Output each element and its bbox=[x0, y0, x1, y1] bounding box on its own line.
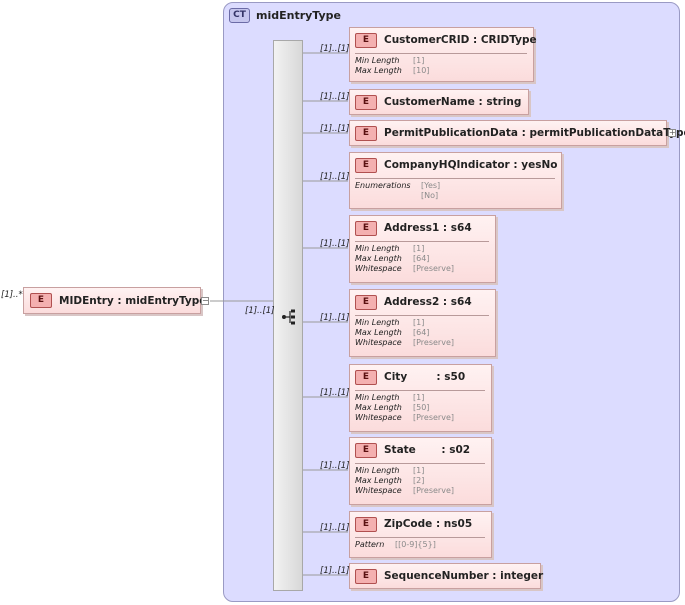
element-address2[interactable]: E Address2 : s64 Min Length [1] Max Leng… bbox=[349, 289, 496, 357]
element-customercrid[interactable]: E CustomerCRID : CRIDType Min Length [1]… bbox=[349, 27, 537, 82]
facet-list: Min Length [1] Max Length [2] Whitespace… bbox=[355, 463, 485, 496]
facet-value: [Preserve] bbox=[413, 264, 454, 273]
element-icon: E bbox=[355, 220, 377, 236]
facet-value: [Preserve] bbox=[413, 338, 454, 347]
cardinality-state: [1]..[1] bbox=[320, 461, 350, 471]
facet-name: Whitespace bbox=[355, 338, 402, 347]
element-icon: E bbox=[30, 293, 52, 308]
facet-name: Max Length bbox=[355, 476, 402, 485]
element-city[interactable]: E City : s50 Min Length [1] Max Length [… bbox=[349, 364, 492, 432]
facet-list: Min Length [1] Max Length [10] bbox=[355, 53, 527, 76]
facet-value: [Preserve] bbox=[413, 486, 454, 495]
facet-list: Min Length [1] Max Length [64] Whitespac… bbox=[355, 315, 489, 348]
root-element-label: MIDEntry : midEntryType bbox=[59, 294, 207, 307]
facet-name: Max Length bbox=[355, 66, 402, 75]
sequence-cardinality: [1]..[1] bbox=[245, 306, 275, 316]
complex-type-icon: CT bbox=[229, 7, 250, 23]
facet-value: [[0-9]{5}] bbox=[395, 540, 436, 549]
element-customername[interactable]: E CustomerName : string bbox=[349, 89, 529, 115]
facet-value: [64] bbox=[413, 254, 430, 263]
sequence-icon bbox=[282, 309, 295, 325]
element-address1[interactable]: E Address1 : s64 Min Length [1] Max Leng… bbox=[349, 215, 496, 283]
element-label: Address2 : s64 bbox=[384, 296, 472, 308]
cardinality-address2: [1]..[1] bbox=[320, 313, 350, 323]
facet-name: Whitespace bbox=[355, 413, 402, 422]
element-permitpublicationdata[interactable]: E PermitPublicationData : permitPublicat… bbox=[349, 120, 685, 146]
element-icon: E bbox=[355, 294, 377, 310]
element-state[interactable]: E State : s02 Min Length [1] Max Length … bbox=[349, 437, 492, 505]
facet-value: [1] bbox=[413, 56, 425, 65]
facet-list: Pattern [[0-9]{5}] bbox=[355, 537, 485, 550]
element-label: CustomerCRID : CRIDType bbox=[384, 34, 537, 46]
facet-name: Pattern bbox=[355, 540, 385, 549]
facet-value: [No] bbox=[421, 191, 439, 200]
facet-value: [1] bbox=[413, 244, 425, 253]
facet-name: Enumerations bbox=[355, 181, 411, 190]
element-label: Address1 : s64 bbox=[384, 222, 472, 234]
cardinality-customername: [1]..[1] bbox=[320, 92, 350, 102]
element-icon: E bbox=[355, 32, 377, 48]
facet-name: Max Length bbox=[355, 403, 402, 412]
root-element-midentry[interactable]: E MIDEntry : midEntryType bbox=[23, 287, 206, 314]
facet-value: [64] bbox=[413, 328, 430, 337]
facet-name: Max Length bbox=[355, 328, 402, 337]
element-label: PermitPublicationData : permitPublicatio… bbox=[384, 127, 685, 139]
facet-name: Max Length bbox=[355, 254, 402, 263]
facet-name: Whitespace bbox=[355, 264, 402, 273]
element-label: State : s02 bbox=[384, 444, 471, 456]
cardinality-city: [1]..[1] bbox=[320, 388, 350, 398]
element-label: CompanyHQIndicator : yesNo bbox=[384, 159, 558, 171]
element-icon: E bbox=[355, 157, 377, 173]
expand-toggle[interactable]: + bbox=[668, 128, 676, 137]
facet-value: [1] bbox=[413, 393, 425, 402]
facet-list: Min Length [1] Max Length [50] Whitespac… bbox=[355, 390, 485, 423]
cardinality-sequencenumber: [1]..[1] bbox=[320, 566, 350, 576]
cardinality-permitpublicationdata: [1]..[1] bbox=[320, 124, 350, 134]
element-label: ZipCode : ns05 bbox=[384, 518, 473, 530]
complex-type-header: CT midEntryType bbox=[229, 7, 341, 23]
cardinality-companyhqindicator: [1]..[1] bbox=[320, 172, 350, 182]
element-sequencenumber[interactable]: E SequenceNumber : integer bbox=[349, 563, 544, 589]
element-icon: E bbox=[355, 516, 377, 532]
facet-list: Enumerations [Yes] [No] bbox=[355, 178, 555, 201]
complex-type-name: midEntryType bbox=[256, 8, 342, 22]
facet-name bbox=[355, 191, 421, 201]
element-icon: E bbox=[355, 125, 377, 141]
facet-name: Whitespace bbox=[355, 486, 402, 495]
facet-value: [10] bbox=[413, 66, 430, 75]
cardinality-zipcode: [1]..[1] bbox=[320, 523, 350, 533]
facet-value: [50] bbox=[413, 403, 430, 412]
facet-value: [2] bbox=[413, 476, 425, 485]
facet-name: Min Length bbox=[355, 393, 400, 402]
element-icon: E bbox=[355, 442, 377, 458]
facet-name: Min Length bbox=[355, 244, 400, 253]
element-icon: E bbox=[355, 369, 377, 385]
facet-name: Min Length bbox=[355, 56, 400, 65]
facet-value: [1] bbox=[413, 318, 425, 327]
sequence-compositor[interactable] bbox=[273, 40, 303, 591]
facet-list: Min Length [1] Max Length [64] Whitespac… bbox=[355, 241, 489, 274]
collapse-toggle[interactable]: − bbox=[201, 296, 209, 305]
element-label: City : s50 bbox=[384, 371, 466, 383]
root-cardinality: [1]..* bbox=[1, 290, 23, 300]
facet-value: [Preserve] bbox=[413, 413, 454, 422]
cardinality-address1: [1]..[1] bbox=[320, 239, 350, 249]
element-label: SequenceNumber : integer bbox=[384, 570, 544, 582]
facet-name: Min Length bbox=[355, 466, 400, 475]
facet-name: Min Length bbox=[355, 318, 400, 327]
element-companyhqindicator[interactable]: E CompanyHQIndicator : yesNo Enumeration… bbox=[349, 152, 562, 209]
facet-value: [Yes] bbox=[421, 181, 441, 190]
element-icon: E bbox=[355, 568, 377, 584]
element-zipcode[interactable]: E ZipCode : ns05 Pattern [[0-9]{5}] bbox=[349, 511, 492, 558]
cardinality-customercrid: [1]..[1] bbox=[320, 44, 350, 54]
facet-value: [1] bbox=[413, 466, 425, 475]
element-label: CustomerName : string bbox=[384, 96, 522, 108]
element-icon: E bbox=[355, 94, 377, 110]
